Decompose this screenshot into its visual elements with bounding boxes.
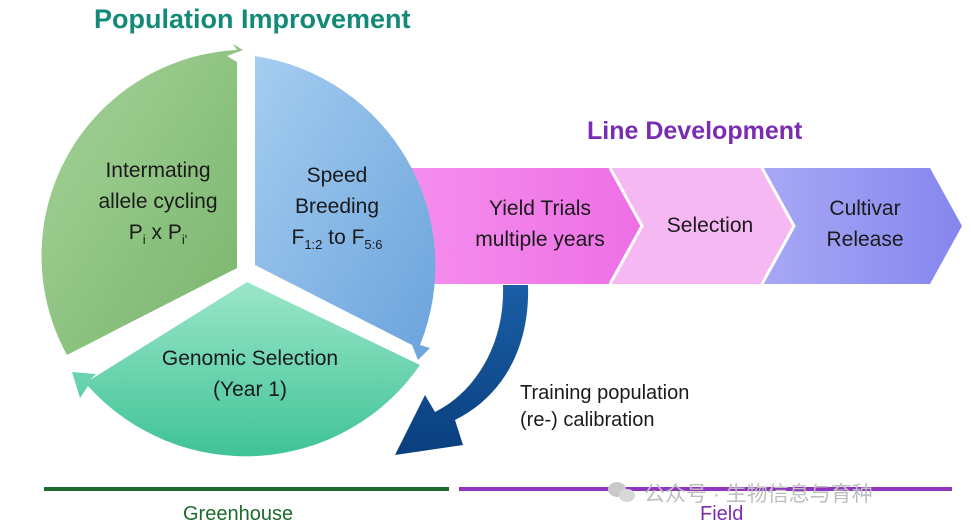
greenhouse-label: Greenhouse — [183, 503, 294, 525]
selection-label: Selection — [655, 210, 765, 241]
cultivar-release-label: Cultivar Release — [800, 193, 930, 255]
speed-breeding-line2: Breeding — [294, 195, 380, 218]
genomic-selection-line2: (Year 1) — [213, 378, 287, 401]
training-population-label: Training population (re-) calibration — [520, 380, 730, 434]
training-line1: Training population — [520, 382, 690, 404]
genomic-selection-segment — [72, 282, 420, 457]
intermating-segment — [41, 44, 244, 355]
population-improvement-title: Population Improvement — [94, 4, 411, 34]
genomic-selection-line1: Genomic Selection — [161, 347, 339, 370]
wechat-icon — [608, 481, 638, 505]
cultivar-release-line2: Release — [826, 228, 904, 251]
cultivar-release-chevron — [758, 168, 962, 284]
selection-chevron — [605, 168, 794, 284]
yield-trials-label: Yield Trials multiple years — [455, 193, 625, 255]
speed-breeding-line1: Speed — [306, 164, 368, 187]
intermating-line1: Intermating — [105, 159, 211, 182]
yield-trials-chevron — [395, 168, 642, 284]
training-line2: (re-) calibration — [520, 409, 655, 431]
watermark-text: 公众号 · 生物信息与育种 — [644, 483, 873, 506]
yield-trials-line2: multiple years — [475, 228, 605, 251]
field-label: Field — [700, 503, 744, 525]
yield-trials-line1: Yield Trials — [489, 197, 591, 220]
wechat-watermark: 公众号 · 生物信息与育种 — [608, 478, 873, 508]
speed-breeding-label: Speed Breeding F1:2 to F5:6 — [262, 160, 412, 253]
line-development-title: Line Development — [587, 117, 803, 145]
intermating-line2: allele cycling — [98, 190, 218, 213]
speed-breeding-segment — [255, 56, 436, 360]
genomic-selection-label: Genomic Selection (Year 1) — [140, 343, 360, 405]
speed-breeding-generations: F1:2 to F5:6 — [291, 226, 383, 253]
intermating-formula: Pi x Pi' — [128, 221, 188, 248]
cultivar-release-line1: Cultivar — [829, 197, 901, 220]
selection-line1: Selection — [666, 214, 754, 237]
training-calibration-arrow — [395, 285, 529, 455]
intermating-label: Intermating allele cycling Pi x Pi' — [78, 155, 238, 248]
